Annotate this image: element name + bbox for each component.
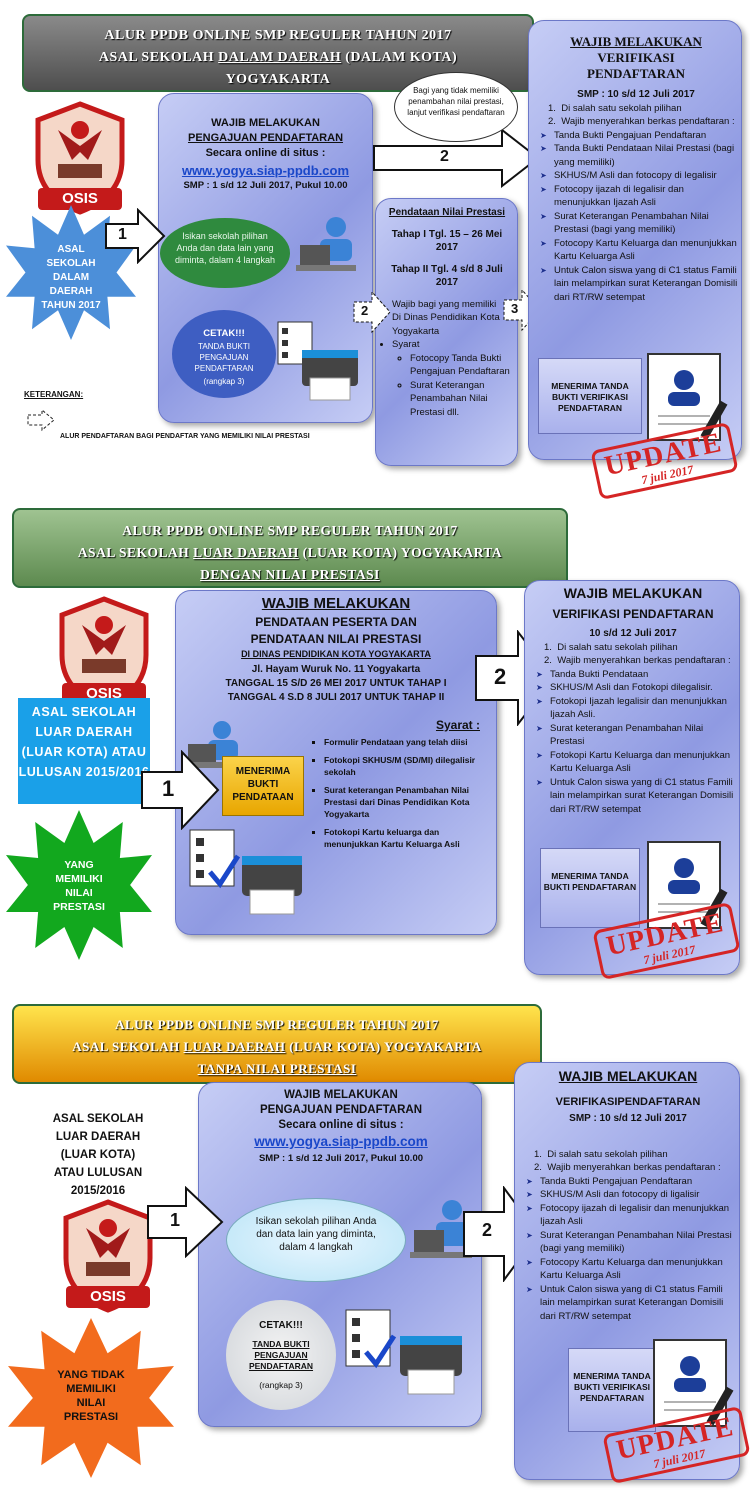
section1-title-line3: YOGYAKARTA xyxy=(225,72,331,87)
legend-title: KETERANGAN: xyxy=(24,390,84,399)
list-item: Fotokopi Ijazah legalisir dan menunjukka… xyxy=(530,695,736,722)
list-item: Surat keterangan Penambahan Nilai Presta… xyxy=(530,722,736,749)
school-origin-box: ASAL SEKOLAH LUAR DAERAH (LUAR KOTA) ATA… xyxy=(18,698,150,804)
list-item: Tanda Bukti Pengajuan Pendaftaran xyxy=(520,1175,736,1189)
computer-user-icon xyxy=(410,1198,476,1264)
computer-user-icon xyxy=(296,215,360,275)
list-item: 1. Di salah satu sekolah pilihan xyxy=(548,102,682,114)
list-item: Fotokopi SKHUS/M (SD/MI) dilegalisir sek… xyxy=(324,754,480,778)
list-item: Fotocopy Tanda Bukti Pengajuan Pendaftar… xyxy=(410,352,512,379)
osis-logo: OSIS xyxy=(28,100,132,220)
list-item: SKHUS/M Asli dan fotocopy di legalisir xyxy=(534,169,738,183)
achievement-star-label: YANG MEMILIKI NILAI PRESTASI xyxy=(53,859,105,913)
step-1-arrow: 1 xyxy=(140,749,220,831)
no-achievement-star-label: YANG TIDAK MEMILIKI NILAI PRESTASI xyxy=(57,1369,125,1423)
section3-title-line3: TANPA NILAI PRESTASI xyxy=(197,1061,357,1076)
section1-title-line1: ALUR PPDB ONLINE SMP REGULER TAHUN 2017 xyxy=(104,28,452,43)
receive-proof-note: MENERIMA BUKTI PENDATAAN xyxy=(222,756,304,816)
registration-url-link[interactable]: www.yogya.siap-ppdb.com xyxy=(254,1134,428,1149)
verification-content: WAJIB MELAKUKAN VERIFIKASI PENDAFTARAN S… xyxy=(534,34,738,304)
section3-title: ALUR PPDB ONLINE SMP REGULER TAHUN 2017 … xyxy=(12,1004,542,1084)
list-item: Di Dinas Pendidikan Kota Yogyakarta xyxy=(392,311,512,338)
section3-title-line1: ALUR PPDB ONLINE SMP REGULER TAHUN 2017 xyxy=(115,1017,439,1032)
list-item: Surat Keterangan Penambahan Nilai Presta… xyxy=(520,1229,736,1256)
id-document-icon xyxy=(640,838,736,934)
list-item: Surat Keterangan Penambahan Nilai Presta… xyxy=(410,379,512,420)
list-item: Surat keterangan Penambahan Nilai Presta… xyxy=(324,784,480,820)
section1-title-line2a: ASAL SEKOLAH xyxy=(98,50,219,65)
section2-title-line3: DENGAN NILAI PRESTASI xyxy=(200,567,380,582)
section2-title-line1: ALUR PPDB ONLINE SMP REGULER TAHUN 2017 xyxy=(122,523,458,538)
list-item: 2. Wajib menyerahkan berkas pendaftaran … xyxy=(544,655,731,666)
list-item: 1. Di salah satu sekolah pilihan xyxy=(544,641,678,653)
printer-icon xyxy=(272,320,362,405)
step-2-dashed-arrow: 2 xyxy=(352,290,392,334)
verification-content: WAJIB MELAKUKAN VERIFIKASIPENDAFTARAN SM… xyxy=(520,1066,736,1323)
requirements: Syarat : Formulir Pendataan yang telah d… xyxy=(310,718,480,850)
direct-verification-arrow: 2 xyxy=(372,127,540,189)
list-item: Surat Keterangan Penambahan Nilai Presta… xyxy=(534,210,738,237)
proof-document-card: MENERIMA TANDA BUKTI PENDAFTARAN xyxy=(540,848,640,928)
list-item: Untuk Calon siswa yang di C1 status Fami… xyxy=(520,1283,736,1324)
list-item: 2. Wajib menyerahkan berkas pendaftaran … xyxy=(534,1162,721,1173)
step-1-arrow: 1 xyxy=(104,207,166,265)
section1-title-line2u: DALAM DAERAH xyxy=(218,50,342,65)
verification-content: WAJIB MELAKUKAN VERIFIKASI PENDAFTARAN 1… xyxy=(530,583,736,816)
data-collection-header: WAJIB MELAKUKAN PENDATAAN PESERTA DAN PE… xyxy=(225,595,447,703)
printer-icon xyxy=(344,1306,468,1398)
list-item: Fotocopy ijazah di legalisir dan menunju… xyxy=(534,183,738,210)
list-item: Untuk Calon siswa yang di C1 status Fami… xyxy=(534,264,738,305)
list-item: SKHUS/M Asli dan Fotokopi dilegalisir. xyxy=(530,681,736,695)
list-item: Tanda Bukti Pengajuan Pendaftaran xyxy=(534,129,738,143)
achievement-data-content: Pendataan Nilai Prestasi Tahap I Tgl. 15… xyxy=(382,206,512,419)
list-item: Fotokopi Kartu Keluarga dan menunjukkan … xyxy=(530,749,736,776)
list-item: 1. Di salah satu sekolah pilihan xyxy=(534,1148,668,1160)
id-document-icon xyxy=(646,1336,742,1432)
list-item: SKHUS/M Asli dan fotocopy di ligalisir xyxy=(520,1188,736,1202)
dashed-arrow-icon xyxy=(26,408,56,432)
list-item: Syarat xyxy=(392,338,512,352)
osis-logo: OSIS xyxy=(56,1198,160,1318)
proof-document-card: MENERIMA TANDA BUKTI VERIFIKASI PENDAFTA… xyxy=(538,358,642,434)
osis-logo: OSIS xyxy=(52,595,156,715)
print-proof-oval: CETAK!!! TANDA BUKTI PENGAJUAN PENDAFTAR… xyxy=(172,310,276,398)
list-item: Tanda Bukti Pendataan Nilai Prestasi (ba… xyxy=(534,142,738,169)
registration-header: WAJIB MELAKUKAN PENGAJUAN PENDAFTARAN Se… xyxy=(168,116,363,193)
list-item: Fotocopy ijazah di legalisir dan menunju… xyxy=(520,1202,736,1229)
osis-label: OSIS xyxy=(62,190,98,207)
section1-title: ALUR PPDB ONLINE SMP REGULER TAHUN 2017 … xyxy=(22,14,534,92)
computer-user-icon xyxy=(186,720,246,770)
list-item: 2. Wajib menyerahkan berkas pendaftaran … xyxy=(548,116,735,127)
proof-document-card: MENERIMA TANDA BUKTI VERIFIKASI PENDAFTA… xyxy=(568,1348,656,1432)
list-item: Wajib bagi yang memiliki xyxy=(392,298,512,312)
legend-description: ALUR PENDAFTARAN BAGI PENDAFTAR YANG MEM… xyxy=(60,433,310,440)
section2-title: ALUR PPDB ONLINE SMP REGULER TAHUN 2017 … xyxy=(12,508,568,588)
school-origin-text: ASAL SEKOLAH LUAR DAERAH (LUAR KOTA) ATA… xyxy=(52,1113,144,1197)
list-item: Fotocopy Kartu Keluarga dan menunjukkan … xyxy=(520,1256,736,1283)
list-item: Tanda Bukti Pendataan xyxy=(530,668,736,682)
achievement-data-panel xyxy=(375,198,518,466)
school-origin-label: ASAL SEKOLAH DALAM DAERAH TAHUN 2017 xyxy=(41,244,101,311)
registration-header: WAJIB MELAKUKAN PENGAJUAN PENDAFTARAN Se… xyxy=(210,1088,472,1166)
registration-url-link[interactable]: www.yogya.siap-ppdb.com xyxy=(181,163,350,178)
list-item: Fotocopy Kartu Keluarga dan menunjukkan … xyxy=(534,237,738,264)
step-1-arrow: 1 xyxy=(146,1185,224,1259)
print-proof-oval: CETAK!!! TANDA BUKTI PENGAJUAN PENDAFTAR… xyxy=(226,1300,336,1410)
input-steps-oval: Isikan sekolah pilihan Anda dan data lai… xyxy=(160,218,290,288)
printer-icon xyxy=(188,826,308,916)
list-item: Fotokopi Kartu keluarga dan menunjukkan … xyxy=(324,826,480,850)
id-document-icon xyxy=(640,350,736,446)
list-item: Untuk Calon siswa yang di C1 status Fami… xyxy=(530,776,736,817)
input-steps-oval: Isikan sekolah pilihan Anda dan data lai… xyxy=(226,1198,406,1282)
section1-title-line2b: (DALAM KOTA) xyxy=(341,50,458,65)
skip-note-bubble: Bagi yang tidak memiliki penambahan nila… xyxy=(394,72,518,142)
list-item: Formulir Pendataan yang telah diisi xyxy=(324,736,480,748)
